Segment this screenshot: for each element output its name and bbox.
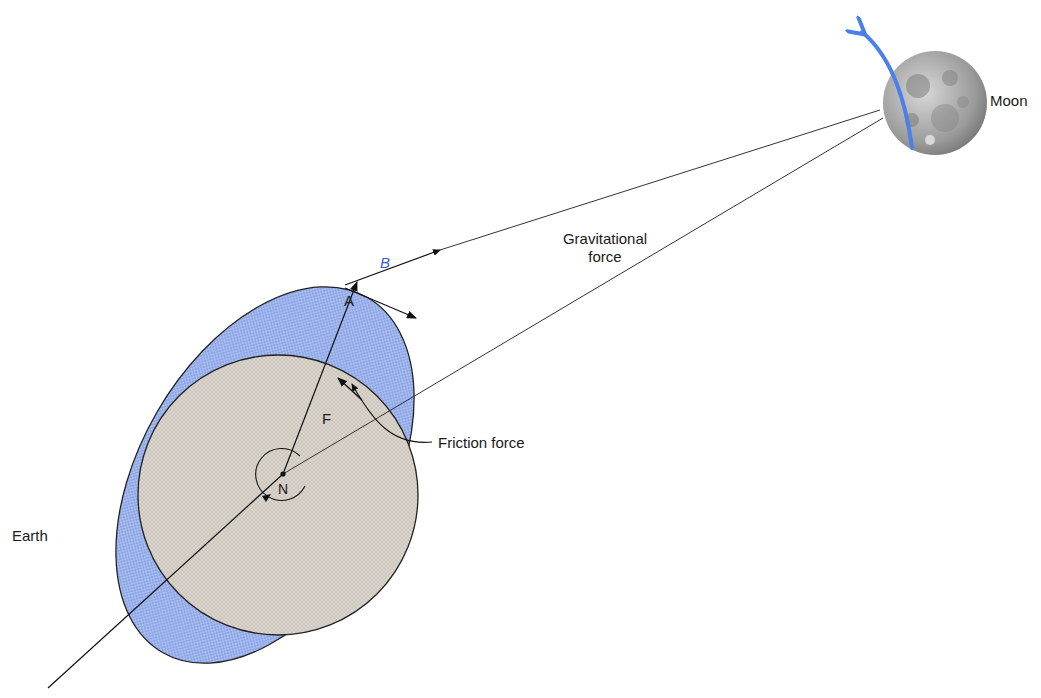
force-label: F [322, 410, 331, 428]
point-label: N [278, 480, 288, 498]
body-label: Moon [990, 92, 1028, 110]
vector-label: B [380, 254, 390, 272]
point-label: A [344, 292, 354, 310]
force-label: Gravitational force [555, 230, 655, 266]
body-label: Earth [12, 527, 48, 545]
force-label: Friction force [438, 434, 525, 452]
